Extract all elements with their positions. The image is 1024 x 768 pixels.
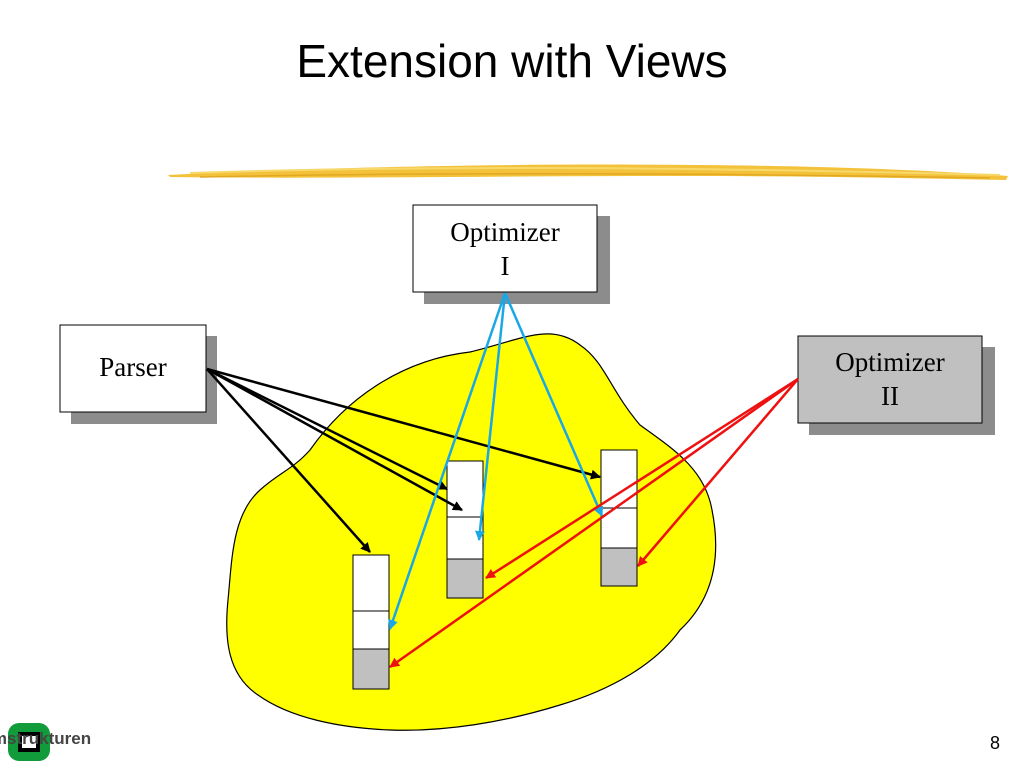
parser-arrow-to-view-3 xyxy=(206,367,601,480)
parser-arrows xyxy=(206,367,601,553)
optimizer-2-box: Optimizer II xyxy=(797,335,995,435)
optimizer-2-arrow-to-view-3 xyxy=(637,378,799,567)
optimizer-1-box: Optimizer I xyxy=(412,204,610,304)
view-column-3 xyxy=(600,449,638,587)
optimizer-2-label-line2: II xyxy=(881,381,899,411)
optimizer-1-arrow-to-view-3 xyxy=(503,292,604,517)
logo-text: Programmstrukturen xyxy=(0,729,91,748)
optimizer-2-label-line1: Optimizer xyxy=(835,347,944,377)
parser-label: Parser xyxy=(99,352,166,382)
view-column-1 xyxy=(352,554,390,690)
parser-arrow-to-view-2-inner xyxy=(206,367,463,512)
optimizer-1-arrow-to-view-2 xyxy=(474,292,507,541)
optimizer-2-arrow-to-view-1 xyxy=(389,377,799,669)
slide-title: Extension with Views xyxy=(296,35,728,87)
parser-arrow-to-view-2 xyxy=(206,367,448,491)
brush-stroke-divider xyxy=(168,164,1008,180)
footer-logo: Programmstrukturen xyxy=(0,723,91,761)
optimizer-2-arrow-to-view-2 xyxy=(485,377,799,580)
optimizer-1-label-line1: Optimizer xyxy=(450,217,559,247)
page-number: 8 xyxy=(990,733,1001,753)
parser-arrow-to-view-1 xyxy=(206,368,371,553)
parser-box: Parser xyxy=(59,324,217,424)
optimizer-1-arrows xyxy=(388,292,604,630)
optimizer-1-arrow-to-view-1 xyxy=(388,292,507,630)
optimizer-2-arrows xyxy=(389,377,799,669)
view-column-2 xyxy=(446,460,484,599)
optimizer-1-label-line2: I xyxy=(501,251,510,281)
